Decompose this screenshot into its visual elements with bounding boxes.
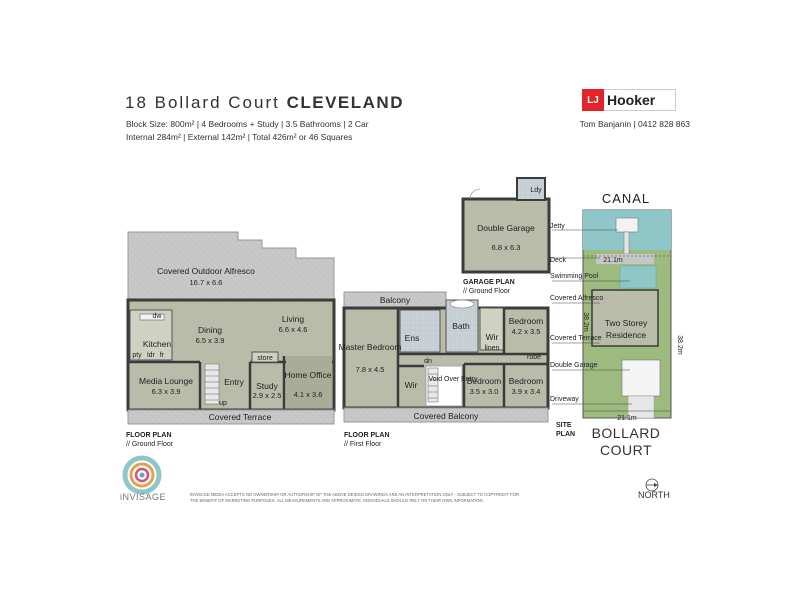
residence-footprint <box>591 289 659 347</box>
agent-contact: Tom Banjanin | 0412 828 863 <box>579 119 690 129</box>
room-bedroom-4: Bedroom <box>509 376 544 386</box>
garage-dims: 6.8 x 6.3 <box>492 243 521 252</box>
jetty-shape <box>615 217 639 233</box>
invisage-wordmark: iNVISAGE <box>120 492 167 502</box>
room-living-dims: 6.6 x 4.6 <box>279 325 308 334</box>
room-media-lounge: Media Lounge <box>139 376 193 386</box>
room-study-dims: 2.9 x 2.5 <box>253 391 282 400</box>
covered-balcony-area <box>343 407 549 423</box>
canal-label: CANAL <box>602 191 650 206</box>
label-ldy: Ldy <box>530 187 542 194</box>
garage-shell <box>461 197 551 274</box>
room-home-office: Home Office <box>284 370 331 380</box>
callout-covered-alfresco: Covered Alfresco <box>550 295 603 302</box>
wir-area-1 <box>479 307 505 351</box>
room-wir-2: Wir <box>405 380 418 390</box>
label-robe: robe <box>527 354 541 361</box>
garage-plan <box>461 177 551 274</box>
garage-name-line: Double Garage <box>477 223 535 233</box>
bathroom-area <box>445 299 479 353</box>
room-covered-terrace: Covered Terrace <box>209 412 272 422</box>
room-kitchen: Kitchen <box>143 339 172 349</box>
label-ldr: ldr <box>147 352 155 359</box>
site-depth-inner: 38.2m <box>582 312 589 332</box>
callout-swimming-pool: Swimming Pool <box>550 273 599 280</box>
room-bedroom-3-dims: 3.5 x 3.0 <box>470 387 499 396</box>
callout-driveway: Driveway <box>550 396 579 403</box>
logo-mark: LJ <box>582 89 604 111</box>
label-dn: dn <box>424 358 432 365</box>
room-bath: Bath <box>452 321 470 331</box>
ensuite-area <box>399 309 441 353</box>
ground-floor-plan <box>126 231 336 425</box>
first-floor-plan <box>342 291 550 423</box>
label-store: store <box>257 355 273 362</box>
room-bedroom-3: Bedroom <box>467 376 502 386</box>
label-fr: fr <box>160 352 165 359</box>
property-suburb: CLEVELAND <box>286 93 404 112</box>
room-master-bedroom-line: Master Bedroom <box>339 342 402 352</box>
property-title: 18 Bollard Court CLEVELAND <box>125 93 404 113</box>
site-callouts: Jetty Deck Swimming Pool Covered Alfresc… <box>550 223 603 403</box>
pool-shape <box>619 265 657 289</box>
residence-label-line1: Two Storey <box>605 318 648 328</box>
covered-terrace-area <box>127 409 335 425</box>
site-width-bottom: 21.1m <box>617 415 637 422</box>
deck-shape <box>596 254 654 264</box>
room-bedroom-4-dims: 3.9 x 3.4 <box>512 387 541 396</box>
room-entry: Entry <box>224 377 245 387</box>
label-linen: linen <box>485 345 500 352</box>
specs-line-2: Internal 284m² | External 142m² | Total … <box>126 132 353 142</box>
street-name: BOLLARD COURT <box>591 425 661 458</box>
site-plan-label: SITE PLAN <box>556 422 576 438</box>
callout-jetty: Jetty <box>550 223 565 230</box>
site-plan <box>552 209 672 419</box>
room-covered-balcony: Covered Balcony <box>414 411 479 421</box>
room-bedroom-2: Bedroom <box>509 316 544 326</box>
callout-deck: Deck <box>550 257 566 264</box>
residence-label-line2: Residence <box>606 330 646 340</box>
room-home-office-dims: 4.1 x 3.6 <box>294 390 323 399</box>
callout-double-garage: Double Garage <box>550 362 598 369</box>
site-width-top: 21.1m <box>603 257 623 264</box>
room-wir-1: Wir <box>486 332 499 342</box>
room-dining: Dining <box>198 325 222 335</box>
invisage-logo <box>122 455 162 495</box>
first-stairs <box>427 367 439 403</box>
specs-line-1: Block Size: 800m² | 4 Bedrooms + Study |… <box>126 119 369 129</box>
kitchen-bench <box>139 313 165 321</box>
driveway-shape <box>627 395 655 419</box>
room-covered-outdoor-alfresco: Covered Outdoor Alfresco <box>157 266 255 276</box>
home-office-floor <box>286 356 332 408</box>
store-room <box>251 351 279 363</box>
room-study: Study <box>256 381 278 391</box>
callout-covered-terrace: Covered Terrace <box>550 335 602 342</box>
property-address: 18 Bollard Court <box>125 93 280 112</box>
room-bedroom-2-dims: 4.2 x 3.5 <box>512 327 541 336</box>
room-media-lounge-dims: 6.3 x 3.9 <box>152 387 181 396</box>
ground-stairs <box>204 363 220 405</box>
north-label: NORTH <box>638 490 670 500</box>
garage-plan-label: GARAGE PLAN // Ground Floor <box>463 279 515 295</box>
label-pty: pty <box>132 352 142 359</box>
room-ens: Ens <box>405 333 420 343</box>
room-void-over-entry: Void Over Entry <box>428 376 478 383</box>
room-master-bedroom-dims: 7.8 x 4.5 <box>356 365 385 374</box>
room-dining-dims: 6.5 x 3.9 <box>196 336 225 345</box>
north-arrow-icon <box>645 478 659 492</box>
logo-wordmark: Hooker <box>604 89 676 111</box>
label-dw: dw <box>153 313 163 320</box>
first-floor-label: FLOOR PLAN // First Floor <box>344 432 390 448</box>
garage-footprint <box>621 359 661 397</box>
laundry-room <box>516 177 546 201</box>
room-covered-outdoor-alfresco-dims: 16.7 x 6.6 <box>190 278 223 287</box>
site-depth-right: 38.2m <box>676 335 683 355</box>
label-up: up <box>219 400 227 407</box>
disclaimer-text: INVISAGE MEDIA ACCEPTS NO OWNERSHIP OR A… <box>190 492 519 503</box>
room-living: Living <box>282 314 304 324</box>
lj-hooker-logo: LJ Hooker <box>582 89 676 111</box>
room-balcony: Balcony <box>380 295 411 305</box>
ground-floor-label: FLOOR PLAN // Ground Floor <box>126 432 174 448</box>
